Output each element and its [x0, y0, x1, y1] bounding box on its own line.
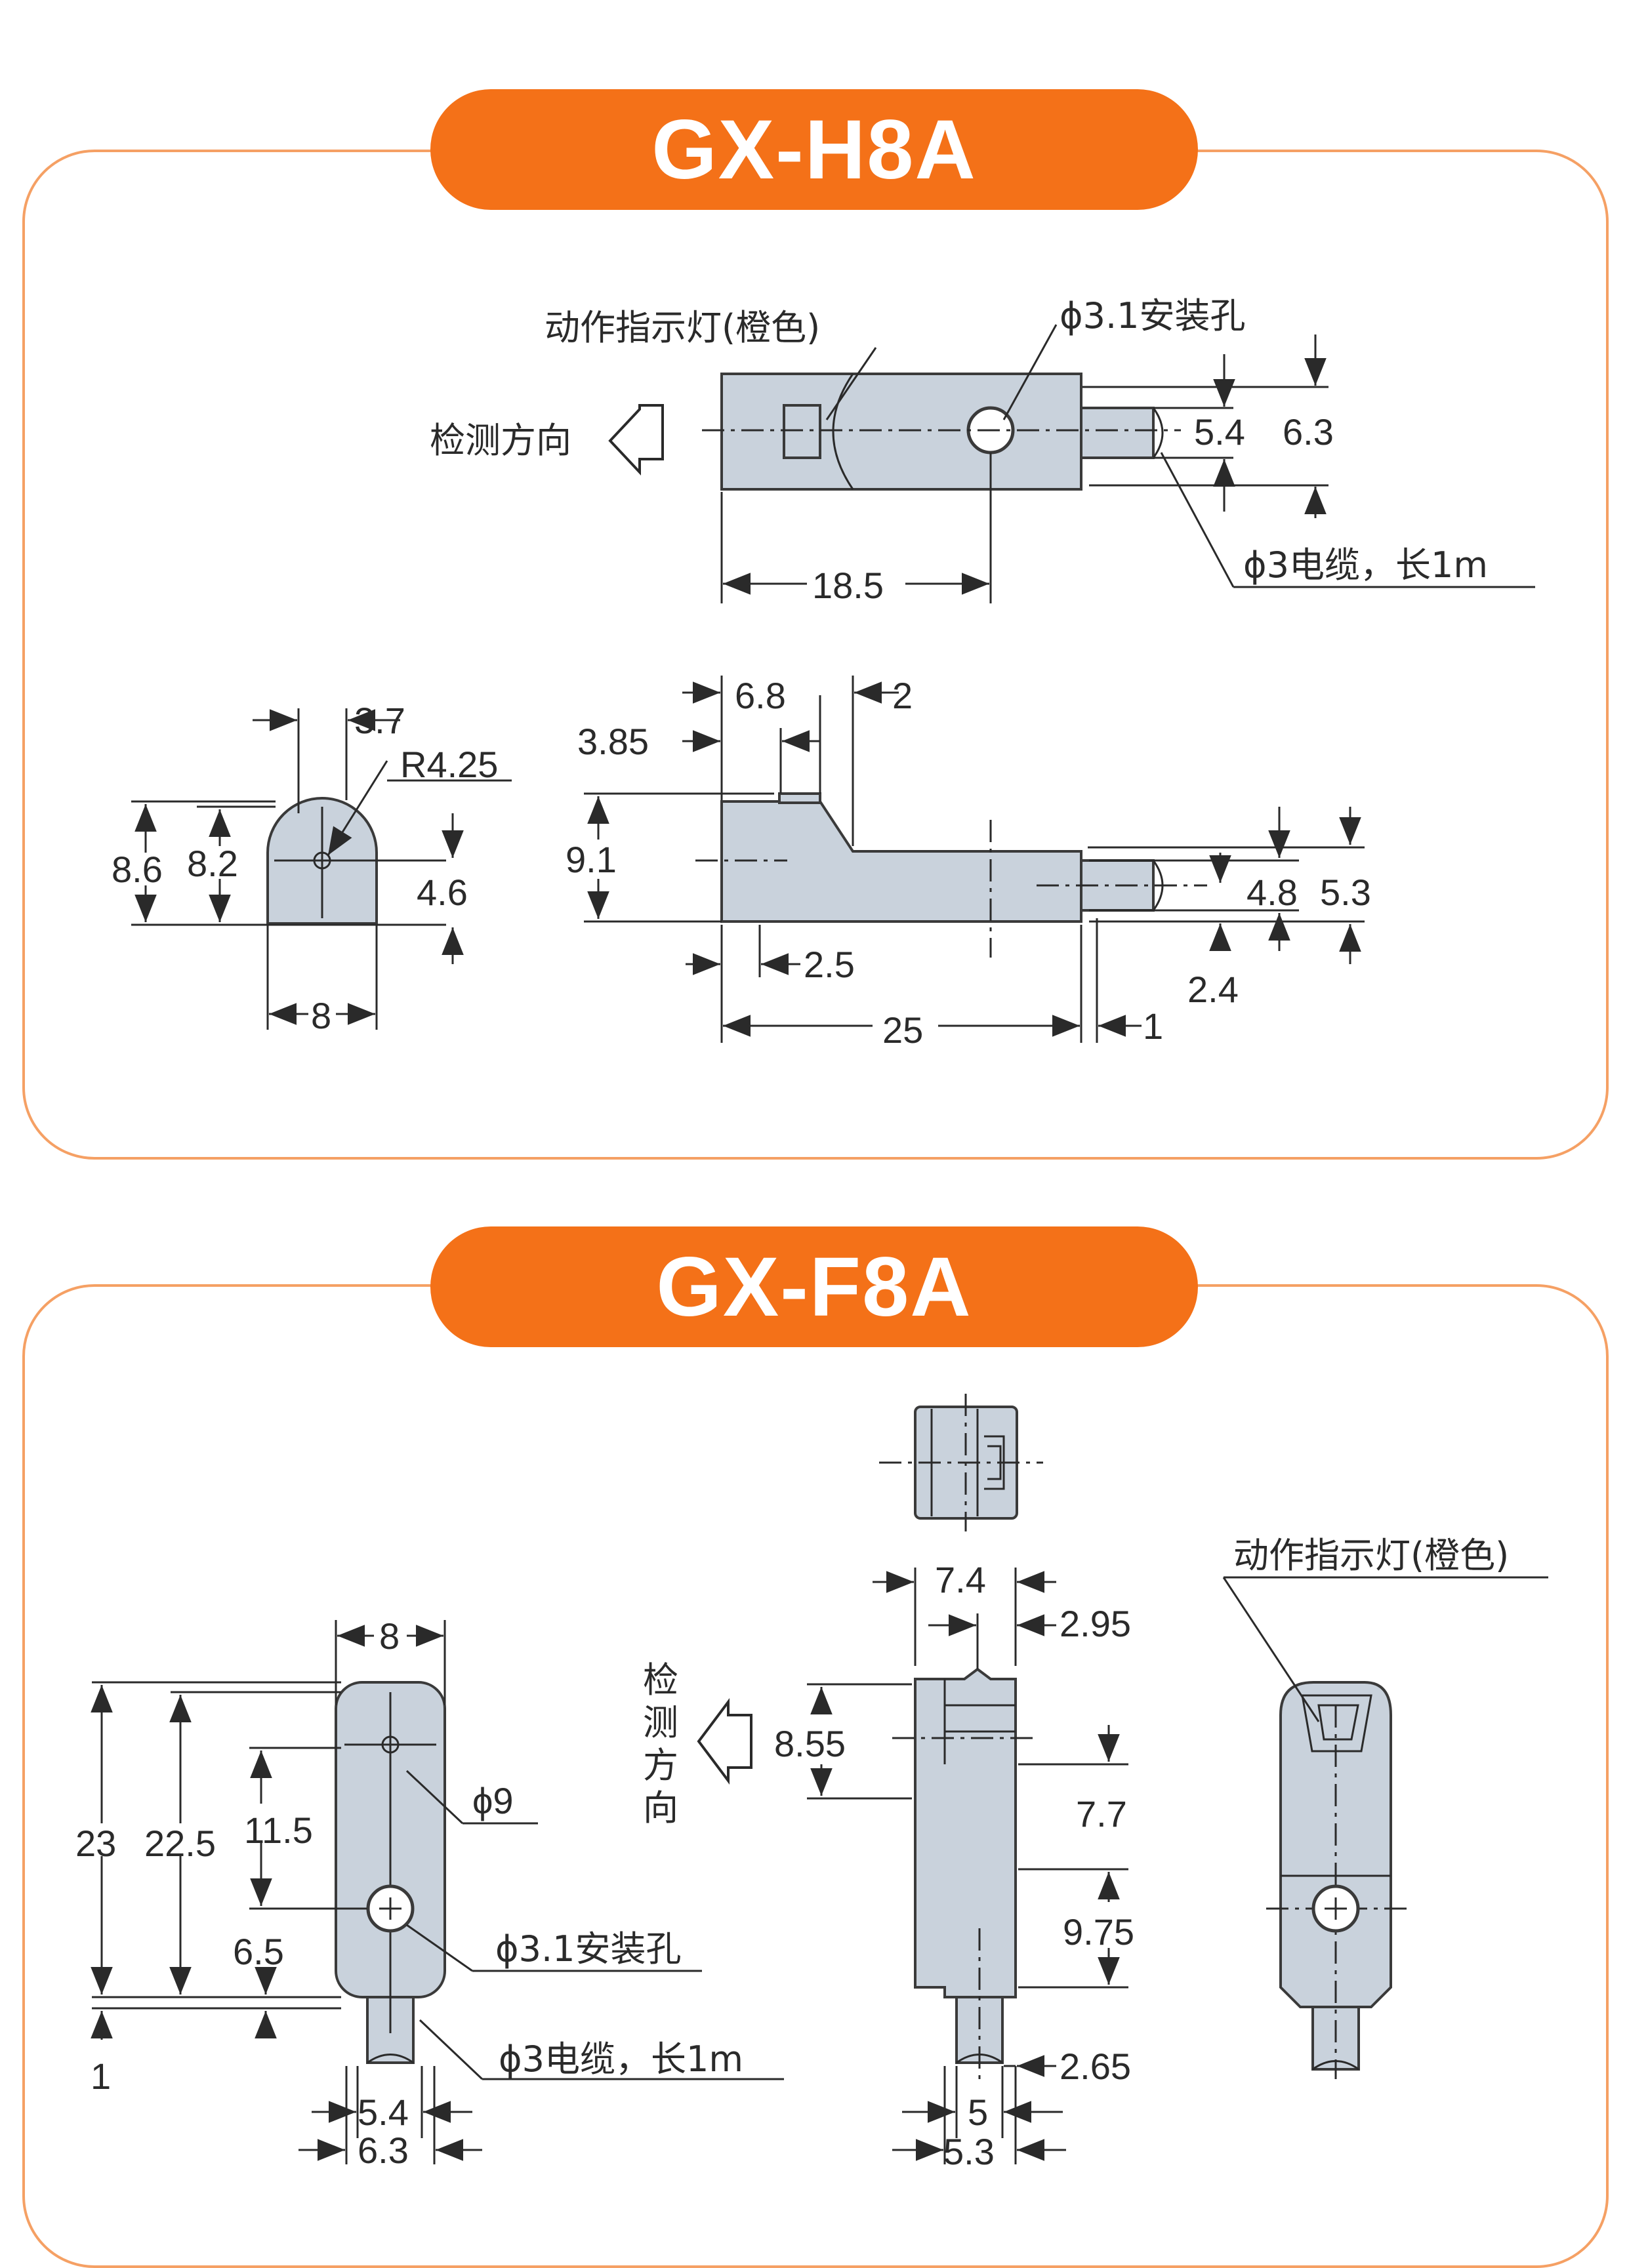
f8a-cable-label: ϕ3电缆，长1m [499, 2038, 743, 2080]
f8a-direction-char-4: 向 [643, 1787, 678, 1829]
f8a-dim-2-95: 2.95 [1060, 1603, 1131, 1644]
h8a-dim-4-6: 4.6 [417, 872, 468, 913]
f8a-dim-11-5: 11.5 [244, 1810, 313, 1851]
f8a-direction-char-1: 检 [643, 1659, 678, 1701]
f8a-back-view [1222, 1576, 1548, 2079]
h8a-dim-5-3: 5.3 [1320, 872, 1371, 913]
h8a-dim-1: 1 [1143, 1005, 1163, 1047]
h8a-dim-r4-25: R4.25 [400, 744, 498, 785]
h8a-dim-25: 25 [882, 1009, 923, 1051]
f8a-dim-7-4: 7.4 [935, 1559, 986, 1600]
h8a-dim-2-4: 2.4 [1187, 969, 1239, 1010]
h8a-hole-label: ϕ3.1安装孔 [1060, 295, 1246, 336]
f8a-dim-5-3: 5.3 [943, 2131, 995, 2172]
h8a-dim-8-6: 8.6 [112, 849, 163, 890]
h8a-dim-3-7: 3.7 [354, 700, 405, 741]
gx-f8a-title: GX-F8A [430, 1226, 1198, 1347]
f8a-dim-phi9: ϕ9 [472, 1780, 514, 1821]
f8a-side-view [697, 1568, 1128, 2164]
h8a-dim-9-1: 9.1 [566, 839, 617, 880]
f8a-dim-9-75: 9.75 [1063, 1911, 1134, 1953]
h8a-side-view [584, 676, 1365, 1043]
f8a-dim-1: 1 [91, 2055, 111, 2097]
f8a-dim-8-55: 8.55 [774, 1723, 846, 1764]
h8a-top-view [608, 324, 1535, 603]
f8a-dim-5: 5 [968, 2092, 988, 2133]
h8a-front-view [131, 708, 512, 1030]
h8a-dim-18-5: 18.5 [812, 565, 884, 606]
f8a-dim-22-5: 22.5 [144, 1823, 216, 1864]
h8a-dim-8-2: 8.2 [187, 843, 238, 884]
h8a-cable-label: ϕ3电缆，长1m [1243, 544, 1488, 586]
h8a-top-body [720, 373, 1082, 491]
f8a-dim-2-65: 2.65 [1060, 2046, 1131, 2087]
f8a-hole-label: ϕ3.1安装孔 [495, 1928, 682, 1970]
f8a-direction-char-2: 测 [643, 1702, 678, 1743]
h8a-dim-2-5: 2.5 [804, 944, 855, 985]
h8a-dim-8: 8 [311, 995, 331, 1036]
h8a-top-curve [832, 373, 854, 490]
f8a-dim-6-5: 6.5 [233, 1931, 284, 1972]
h8a-dim-5-4: 5.4 [1194, 411, 1245, 453]
h8a-dim-6-8: 6.8 [735, 675, 786, 716]
h8a-dim-4-8: 4.8 [1246, 872, 1298, 913]
h8a-dim-6-3: 6.3 [1283, 411, 1334, 453]
f8a-top-view [879, 1394, 1043, 1531]
f8a-dim-6-3: 6.3 [358, 2130, 409, 2171]
h8a-direction-label: 检测方向 [430, 420, 571, 461]
h8a-dim-2: 2 [892, 675, 913, 716]
gx-h8a-panel [22, 150, 1609, 1160]
h8a-dim-3-85: 3.85 [577, 721, 649, 762]
h8a-top-lens [783, 404, 821, 459]
f8a-dim-5-4: 5.4 [358, 2092, 409, 2133]
f8a-side-body [914, 1667, 1017, 1998]
f8a-front-view [91, 1620, 784, 2164]
h8a-top-cable [1080, 407, 1155, 459]
f8a-direction-arrow-icon [697, 1698, 752, 1785]
h8a-direction-arrow-icon [608, 404, 664, 476]
h8a-indicator-label: 动作指示灯(橙色) [545, 307, 820, 348]
f8a-indicator-label: 动作指示灯(橙色) [1233, 1535, 1509, 1576]
f8a-dim-8: 8 [379, 1615, 400, 1657]
f8a-dim-7-7: 7.7 [1076, 1793, 1127, 1834]
f8a-dim-23: 23 [75, 1823, 116, 1864]
f8a-direction-char-3: 方 [643, 1745, 678, 1786]
gx-h8a-title: GX-H8A [430, 89, 1198, 210]
